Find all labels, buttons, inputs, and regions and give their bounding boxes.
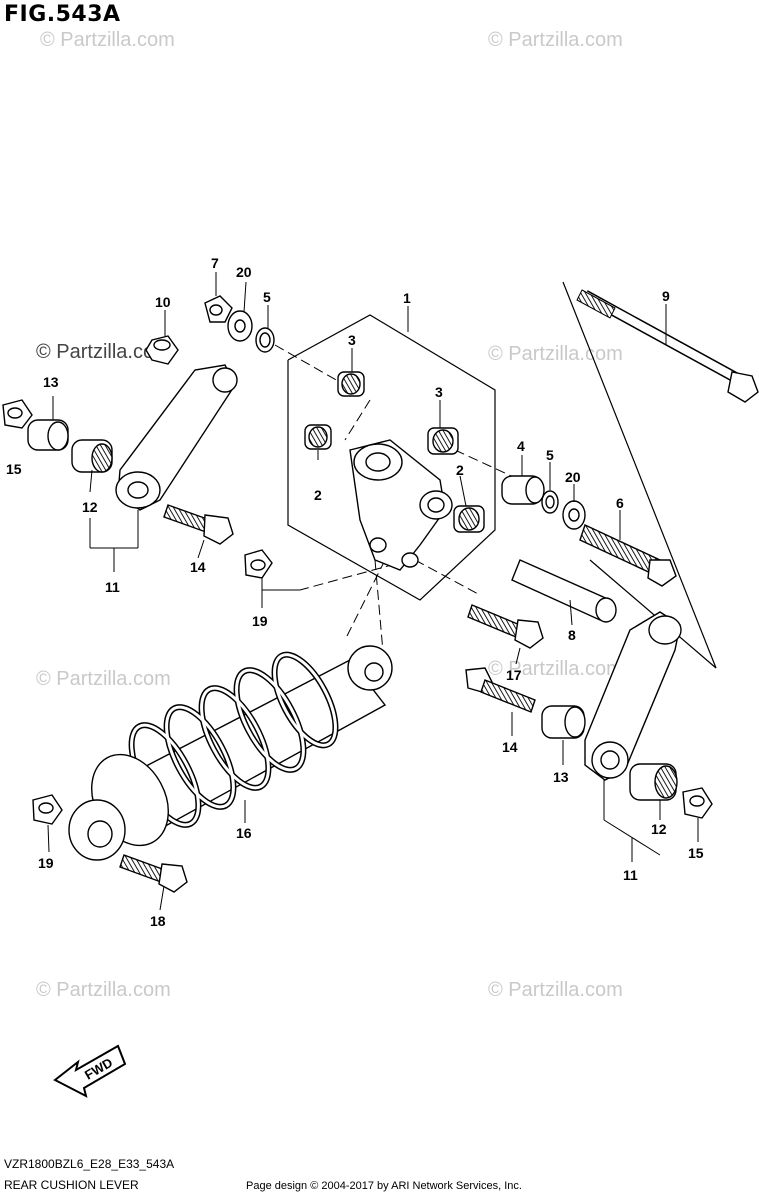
rear-shock-absorber-part (68, 645, 393, 861)
watermark: © Partzilla.com (36, 341, 171, 363)
callout-14: 14 (502, 739, 518, 755)
right-cushion-rod (541, 611, 713, 819)
callout-4: 4 (517, 438, 525, 454)
watermark: © Partzilla.com (36, 668, 171, 690)
watermarks: © Partzilla.com © Partzilla.com © Partzi… (36, 29, 623, 1001)
callout-19: 19 (252, 613, 268, 629)
callout-1: 1 (403, 290, 411, 306)
callout-13: 13 (43, 374, 59, 390)
watermark: © Partzilla.com (488, 29, 623, 51)
bolts (119, 504, 544, 893)
callout-12: 12 (82, 499, 98, 515)
bearings (304, 371, 485, 533)
callout-15: 15 (688, 845, 704, 861)
callout-11: 11 (623, 867, 638, 883)
right-side-parts (501, 475, 677, 623)
callout-6: 6 (616, 495, 624, 511)
callout-11: 11 (105, 579, 120, 595)
callout-20: 20 (565, 469, 581, 485)
upper-fasteners (204, 295, 275, 353)
callout-20: 20 (236, 264, 252, 280)
watermark: © Partzilla.com (488, 979, 623, 1001)
callout-15: 15 (6, 461, 22, 477)
figure-title: FIG.543A (4, 2, 121, 27)
callout-14: 14 (190, 559, 206, 575)
leader-lines (47, 272, 699, 911)
callout-2: 2 (456, 462, 464, 478)
callout-5: 5 (546, 447, 554, 463)
watermark: © Partzilla.com (488, 658, 623, 680)
callout-17: 17 (506, 667, 522, 683)
callout-2: 2 (314, 487, 322, 503)
watermark: © Partzilla.com (40, 29, 175, 51)
callout-numbers: 1 2 2 3 3 4 5 5 6 7 8 9 10 11 11 12 12 1… (6, 255, 704, 929)
callout-5: 5 (263, 289, 271, 305)
watermark: © Partzilla.com (36, 979, 171, 1001)
callout-10: 10 (155, 294, 171, 310)
callout-9: 9 (662, 288, 670, 304)
section-name: REAR CUSHION LEVER (4, 1178, 139, 1192)
callout-8: 8 (568, 627, 576, 643)
callout-7: 7 (211, 255, 219, 271)
callout-18: 18 (150, 913, 166, 929)
nuts (32, 549, 273, 825)
callout-19: 19 (38, 855, 54, 871)
watermark: © Partzilla.com (488, 343, 623, 365)
cushion-lever-part (349, 439, 453, 571)
callout-3: 3 (435, 384, 443, 400)
copyright-notice: Page design © 2004-2017 by ARI Network S… (246, 1180, 522, 1192)
callout-3: 3 (348, 332, 356, 348)
callout-12: 12 (651, 821, 667, 837)
callout-13: 13 (553, 769, 569, 785)
model-code: VZR1800BZL6_E28_E33_543A (4, 1157, 175, 1171)
callout-16: 16 (236, 825, 252, 841)
fwd-arrow-icon: FWD (53, 1044, 127, 1098)
left-cushion-rod (2, 335, 238, 511)
long-bolt-part (576, 289, 759, 403)
bolt-group-frame (562, 281, 717, 669)
lever-group-frame (287, 314, 496, 601)
